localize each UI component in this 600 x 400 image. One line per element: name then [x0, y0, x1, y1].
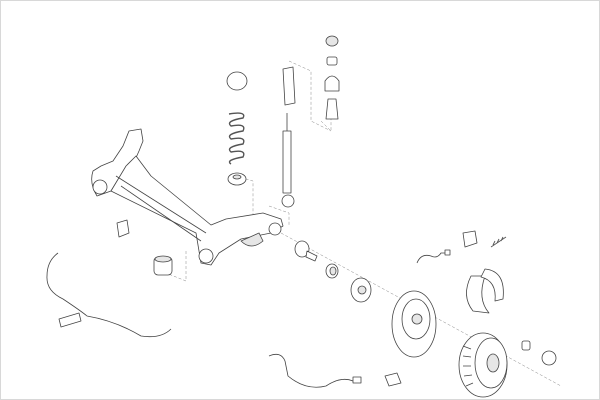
return-spring [490, 236, 507, 248]
axle-beam [91, 128, 284, 266]
stub-axle [294, 240, 318, 262]
bearing-ring [325, 263, 339, 279]
abs-sensor [384, 372, 402, 387]
hub-nut [521, 340, 531, 351]
bushing-small [116, 219, 130, 238]
wheel-cylinder [462, 230, 478, 248]
brake-drum [458, 332, 508, 398]
brake-hose [416, 249, 451, 264]
dust-boot [282, 66, 296, 106]
dust-cap [541, 350, 557, 366]
spring-cap [226, 71, 248, 91]
bushing-large [153, 255, 173, 276]
top-mount-parts [324, 35, 340, 120]
spring-seat [227, 172, 247, 186]
wheel-hub [350, 277, 372, 303]
handbrake-cable [46, 252, 172, 338]
brake-shoes [466, 268, 504, 314]
abs-sensor-cable [268, 353, 362, 388]
backing-plate [391, 290, 437, 358]
coil-spring [228, 112, 245, 165]
shock-absorber [281, 113, 295, 208]
